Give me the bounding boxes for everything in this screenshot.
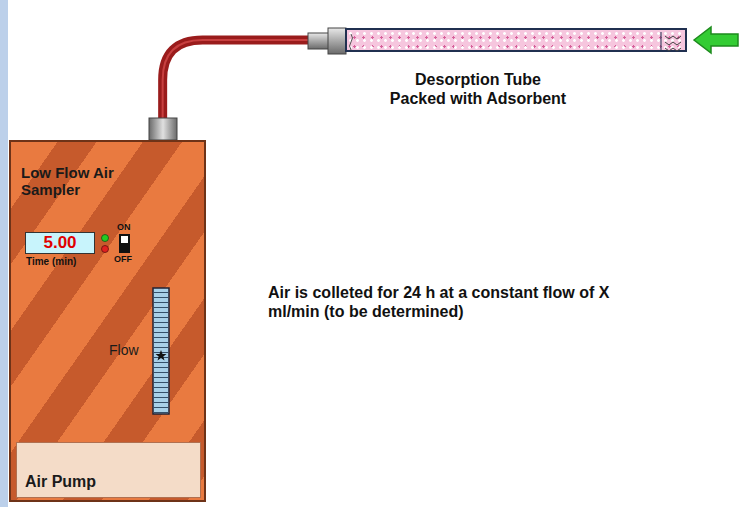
flow-label: Flow [109, 342, 139, 358]
time-value: 5.00 [26, 233, 94, 253]
led-red [102, 246, 109, 253]
tube-packing [347, 30, 689, 54]
device-title: Low Flow Air Sampler [21, 164, 131, 198]
pump-nozzle [149, 118, 177, 140]
desorption-tube: Desorption Tube Packed with Adsorbent [345, 28, 687, 52]
switch-on: ON [117, 222, 131, 232]
side-strip [0, 0, 8, 507]
tube-caption: Desorption Tube Packed with Adsorbent [387, 70, 569, 108]
air-pump-panel: Air Pump [16, 442, 201, 498]
sampling-hose [163, 40, 345, 140]
sampling-note: Air is colleted for 24 h at a constant f… [268, 283, 620, 321]
switch-off: OFF [114, 254, 132, 264]
pump-label: Air Pump [25, 473, 96, 491]
time-caption: Time (min) [26, 256, 116, 267]
power-switch [119, 234, 130, 253]
led-green [102, 235, 109, 242]
time-display: 5.00Time (min) [25, 232, 95, 254]
airflow-arrow [694, 27, 738, 53]
tube-fitting [308, 28, 346, 54]
air-sampler-housing: Low Flow Air SamplerFlow5.00Time (min)Ai… [9, 140, 206, 502]
flow-meter [153, 288, 169, 414]
